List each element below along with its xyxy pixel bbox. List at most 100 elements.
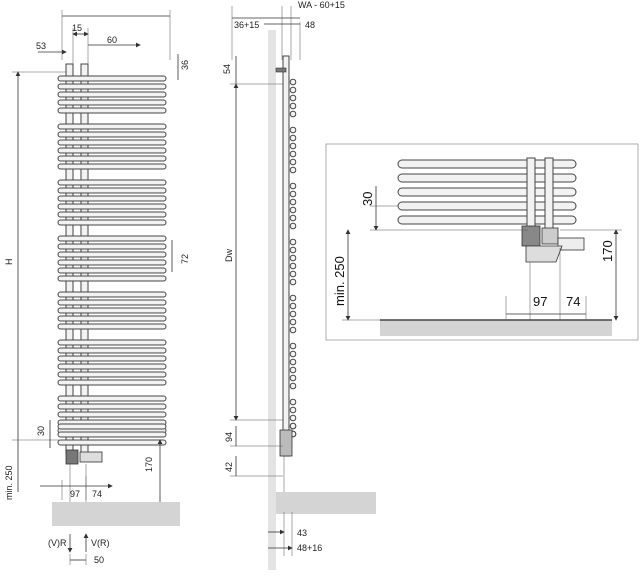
front-rail <box>57 107 167 114</box>
front-dim-170: 170 <box>144 457 154 472</box>
side-wall <box>268 30 276 570</box>
front-rail <box>57 439 167 446</box>
side-rail <box>289 270 297 278</box>
detail-dim-74: 74 <box>566 294 580 309</box>
side-view: 36+15 WA - 60+15 48 54 Dw 94 42 43 48+16 <box>222 0 376 570</box>
front-rail <box>57 251 167 258</box>
front-dim-15: 15 <box>72 23 82 33</box>
front-dim-74: 74 <box>92 489 102 499</box>
front-rail <box>57 403 167 410</box>
front-rail <box>57 203 167 210</box>
front-rail <box>57 315 167 322</box>
side-rail <box>289 342 297 350</box>
detail-frame-right <box>544 157 554 233</box>
front-dim-60: 60 <box>107 35 117 45</box>
front-connections: (V)R V(R) 50 <box>48 533 110 565</box>
front-rail <box>57 83 167 90</box>
side-rail <box>289 214 297 222</box>
side-rail <box>289 246 297 254</box>
side-rail <box>289 278 297 286</box>
front-dim-53: 53 <box>36 41 46 51</box>
side-rail <box>289 254 297 262</box>
front-rail <box>57 163 167 170</box>
front-rail <box>57 131 167 138</box>
front-rail <box>57 339 167 346</box>
side-rail <box>289 190 297 198</box>
detail-dim-min250: min. 250 <box>332 256 347 306</box>
front-rail <box>57 371 167 378</box>
side-floor <box>276 492 376 514</box>
side-dim-48: 48 <box>305 20 315 30</box>
side-rails <box>289 78 297 438</box>
side-rail <box>289 422 297 430</box>
front-rail <box>57 219 167 226</box>
side-rail <box>289 398 297 406</box>
front-rail <box>57 355 167 362</box>
front-dim-30: 30 <box>36 426 46 436</box>
side-rail <box>289 374 297 382</box>
side-rail <box>289 78 297 86</box>
front-rail <box>57 195 167 202</box>
front-rail <box>57 91 167 98</box>
side-dim-48-16: 48+16 <box>297 543 322 553</box>
front-rail <box>57 243 167 250</box>
side-rail <box>289 302 297 310</box>
side-rail <box>289 142 297 150</box>
side-rail <box>289 198 297 206</box>
front-rail <box>57 423 167 430</box>
detail-frame-left <box>526 157 536 233</box>
detail-valve <box>521 225 585 263</box>
detail-view: 30 min. 250 170 97 74 <box>325 143 639 341</box>
side-rail <box>289 310 297 318</box>
front-valve <box>65 449 103 502</box>
front-floor <box>52 502 180 526</box>
front-rail <box>57 123 167 130</box>
side-dim-wa: WA - 60+15 <box>298 0 345 10</box>
front-rail <box>57 363 167 370</box>
side-rail <box>289 294 297 302</box>
side-rail <box>289 366 297 374</box>
front-rail <box>57 275 167 282</box>
front-rail <box>57 259 167 266</box>
side-rail <box>289 150 297 158</box>
front-conn-left: (V)R <box>48 538 67 548</box>
front-rail <box>57 411 167 418</box>
front-rail <box>57 431 167 438</box>
front-view: 15 60 53 H min. 250 36 72 30 170 97 74 (… <box>4 10 190 565</box>
front-conn-spacing: 50 <box>94 555 104 565</box>
front-rail <box>57 187 167 194</box>
front-rail <box>57 299 167 306</box>
front-dim-36: 36 <box>180 60 190 70</box>
front-rail <box>57 347 167 354</box>
side-column <box>282 55 290 457</box>
side-dim-43: 43 <box>297 528 307 538</box>
side-rail <box>289 206 297 214</box>
side-rail <box>289 262 297 270</box>
front-rail <box>57 139 167 146</box>
side-rail <box>289 94 297 102</box>
detail-dim-170: 170 <box>600 240 615 262</box>
front-rail <box>57 155 167 162</box>
side-rail <box>289 158 297 166</box>
front-dim-72: 72 <box>180 254 190 264</box>
detail-dim-30: 30 <box>360 192 375 206</box>
front-rail <box>57 235 167 242</box>
side-dim-36-15: 36+15 <box>234 20 259 30</box>
side-dim-54: 54 <box>222 64 232 74</box>
side-rail <box>289 86 297 94</box>
side-dim-dw: Dw <box>224 249 234 262</box>
front-rail <box>57 395 167 402</box>
front-rail <box>57 379 167 386</box>
side-rail <box>289 358 297 366</box>
front-rail <box>57 211 167 218</box>
side-rail <box>289 222 297 230</box>
side-rail <box>289 126 297 134</box>
front-rail <box>57 99 167 106</box>
side-valve <box>279 429 293 457</box>
front-height-label: H <box>4 259 14 266</box>
side-rail <box>289 102 297 110</box>
front-rail <box>57 267 167 274</box>
side-dim-42: 42 <box>224 462 234 472</box>
front-rails <box>57 75 167 446</box>
